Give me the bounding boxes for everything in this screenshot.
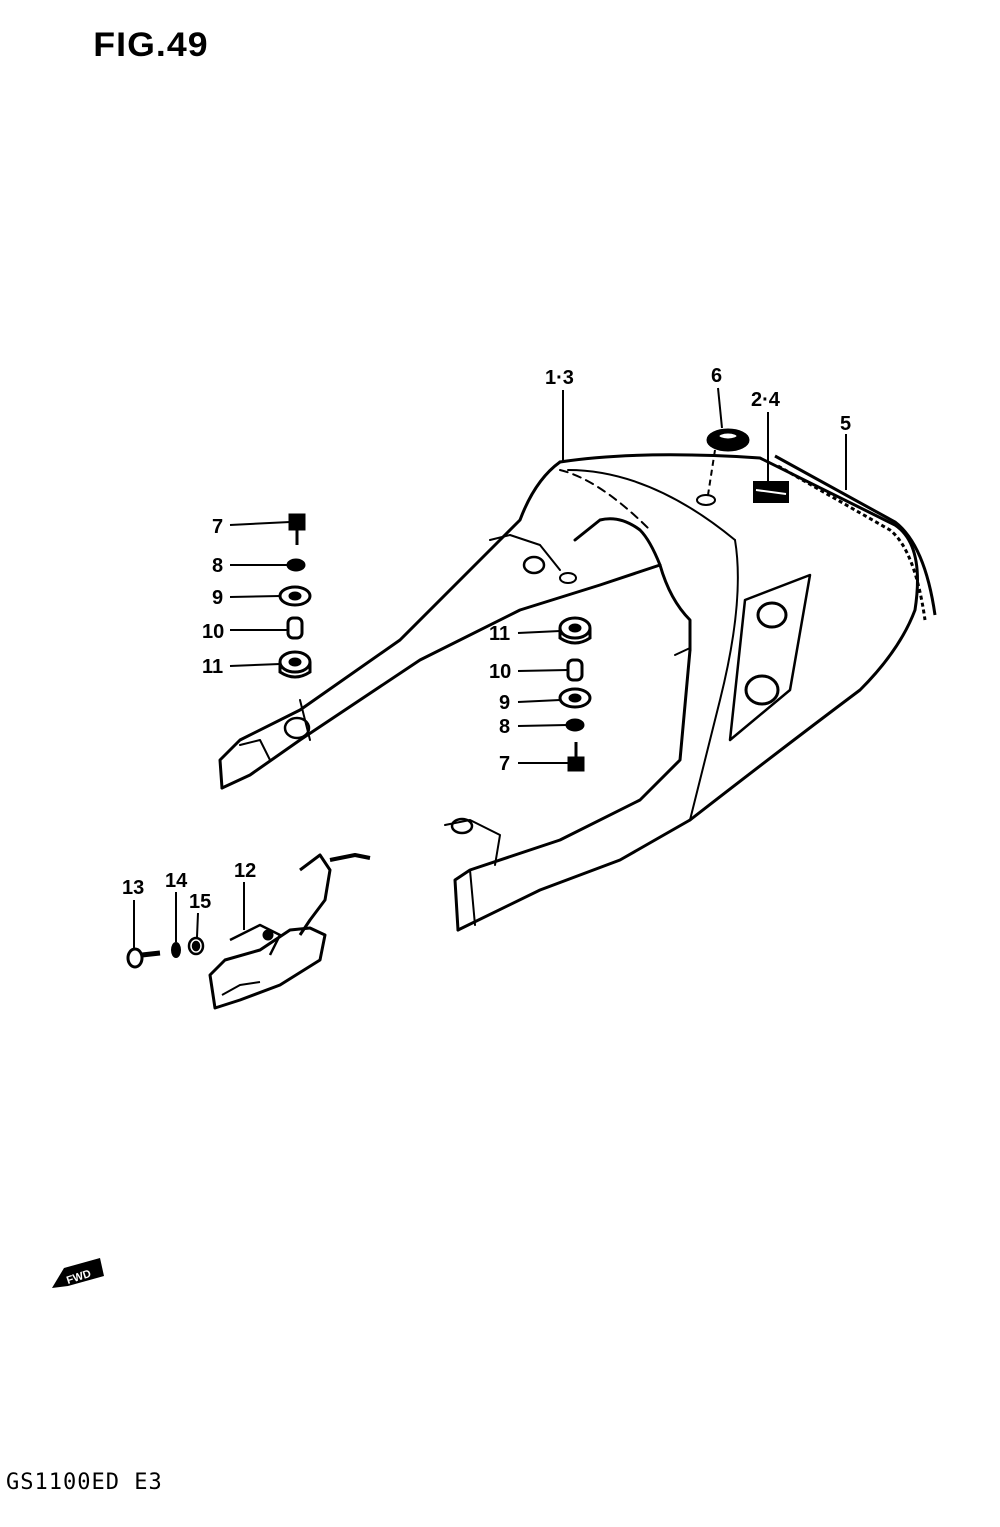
model-code: GS1100ED E3 — [6, 1470, 163, 1495]
callout-15: 15 — [189, 891, 211, 913]
callout-13: 13 — [122, 877, 144, 899]
callout-7-left: 7 — [212, 516, 223, 538]
callout-8-right: 8 — [499, 716, 510, 738]
callout-5: 5 — [840, 413, 851, 435]
callout-labels: 1·3 6 2·4 5 7 8 9 10 11 11 10 9 8 7 13 1… — [122, 365, 851, 913]
lock-bolt — [126, 947, 161, 969]
callout-8-left: 8 — [212, 555, 223, 577]
seat-lock-assembly — [208, 853, 371, 1010]
callout-11-right: 11 — [489, 623, 510, 645]
seat-tail-cover — [218, 453, 919, 932]
forward-arrow-icon: FWD — [52, 1258, 104, 1288]
callout-6: 6 — [711, 365, 722, 387]
lock-washer — [171, 942, 181, 958]
figure-title: FIG.49 — [93, 26, 209, 64]
callout-1-3: 1·3 — [545, 367, 574, 389]
callout-10-left: 10 — [202, 621, 224, 643]
callout-9-right: 9 — [499, 692, 510, 714]
leader-lines — [133, 387, 847, 948]
lock-nut — [187, 936, 205, 956]
callout-9-left: 9 — [212, 587, 223, 609]
callout-2-4: 2·4 — [751, 389, 781, 411]
callout-12: 12 — [234, 860, 256, 882]
emblem — [753, 481, 789, 503]
callout-7-right: 7 — [499, 753, 510, 775]
callout-14: 14 — [165, 870, 188, 892]
callout-10-right: 10 — [489, 661, 511, 683]
fastener-stack-right — [558, 616, 592, 772]
trim-strip — [774, 454, 937, 621]
callout-11-left: 11 — [202, 656, 223, 678]
cushion-rubber — [706, 428, 750, 452]
fastener-stack-left — [278, 513, 312, 679]
